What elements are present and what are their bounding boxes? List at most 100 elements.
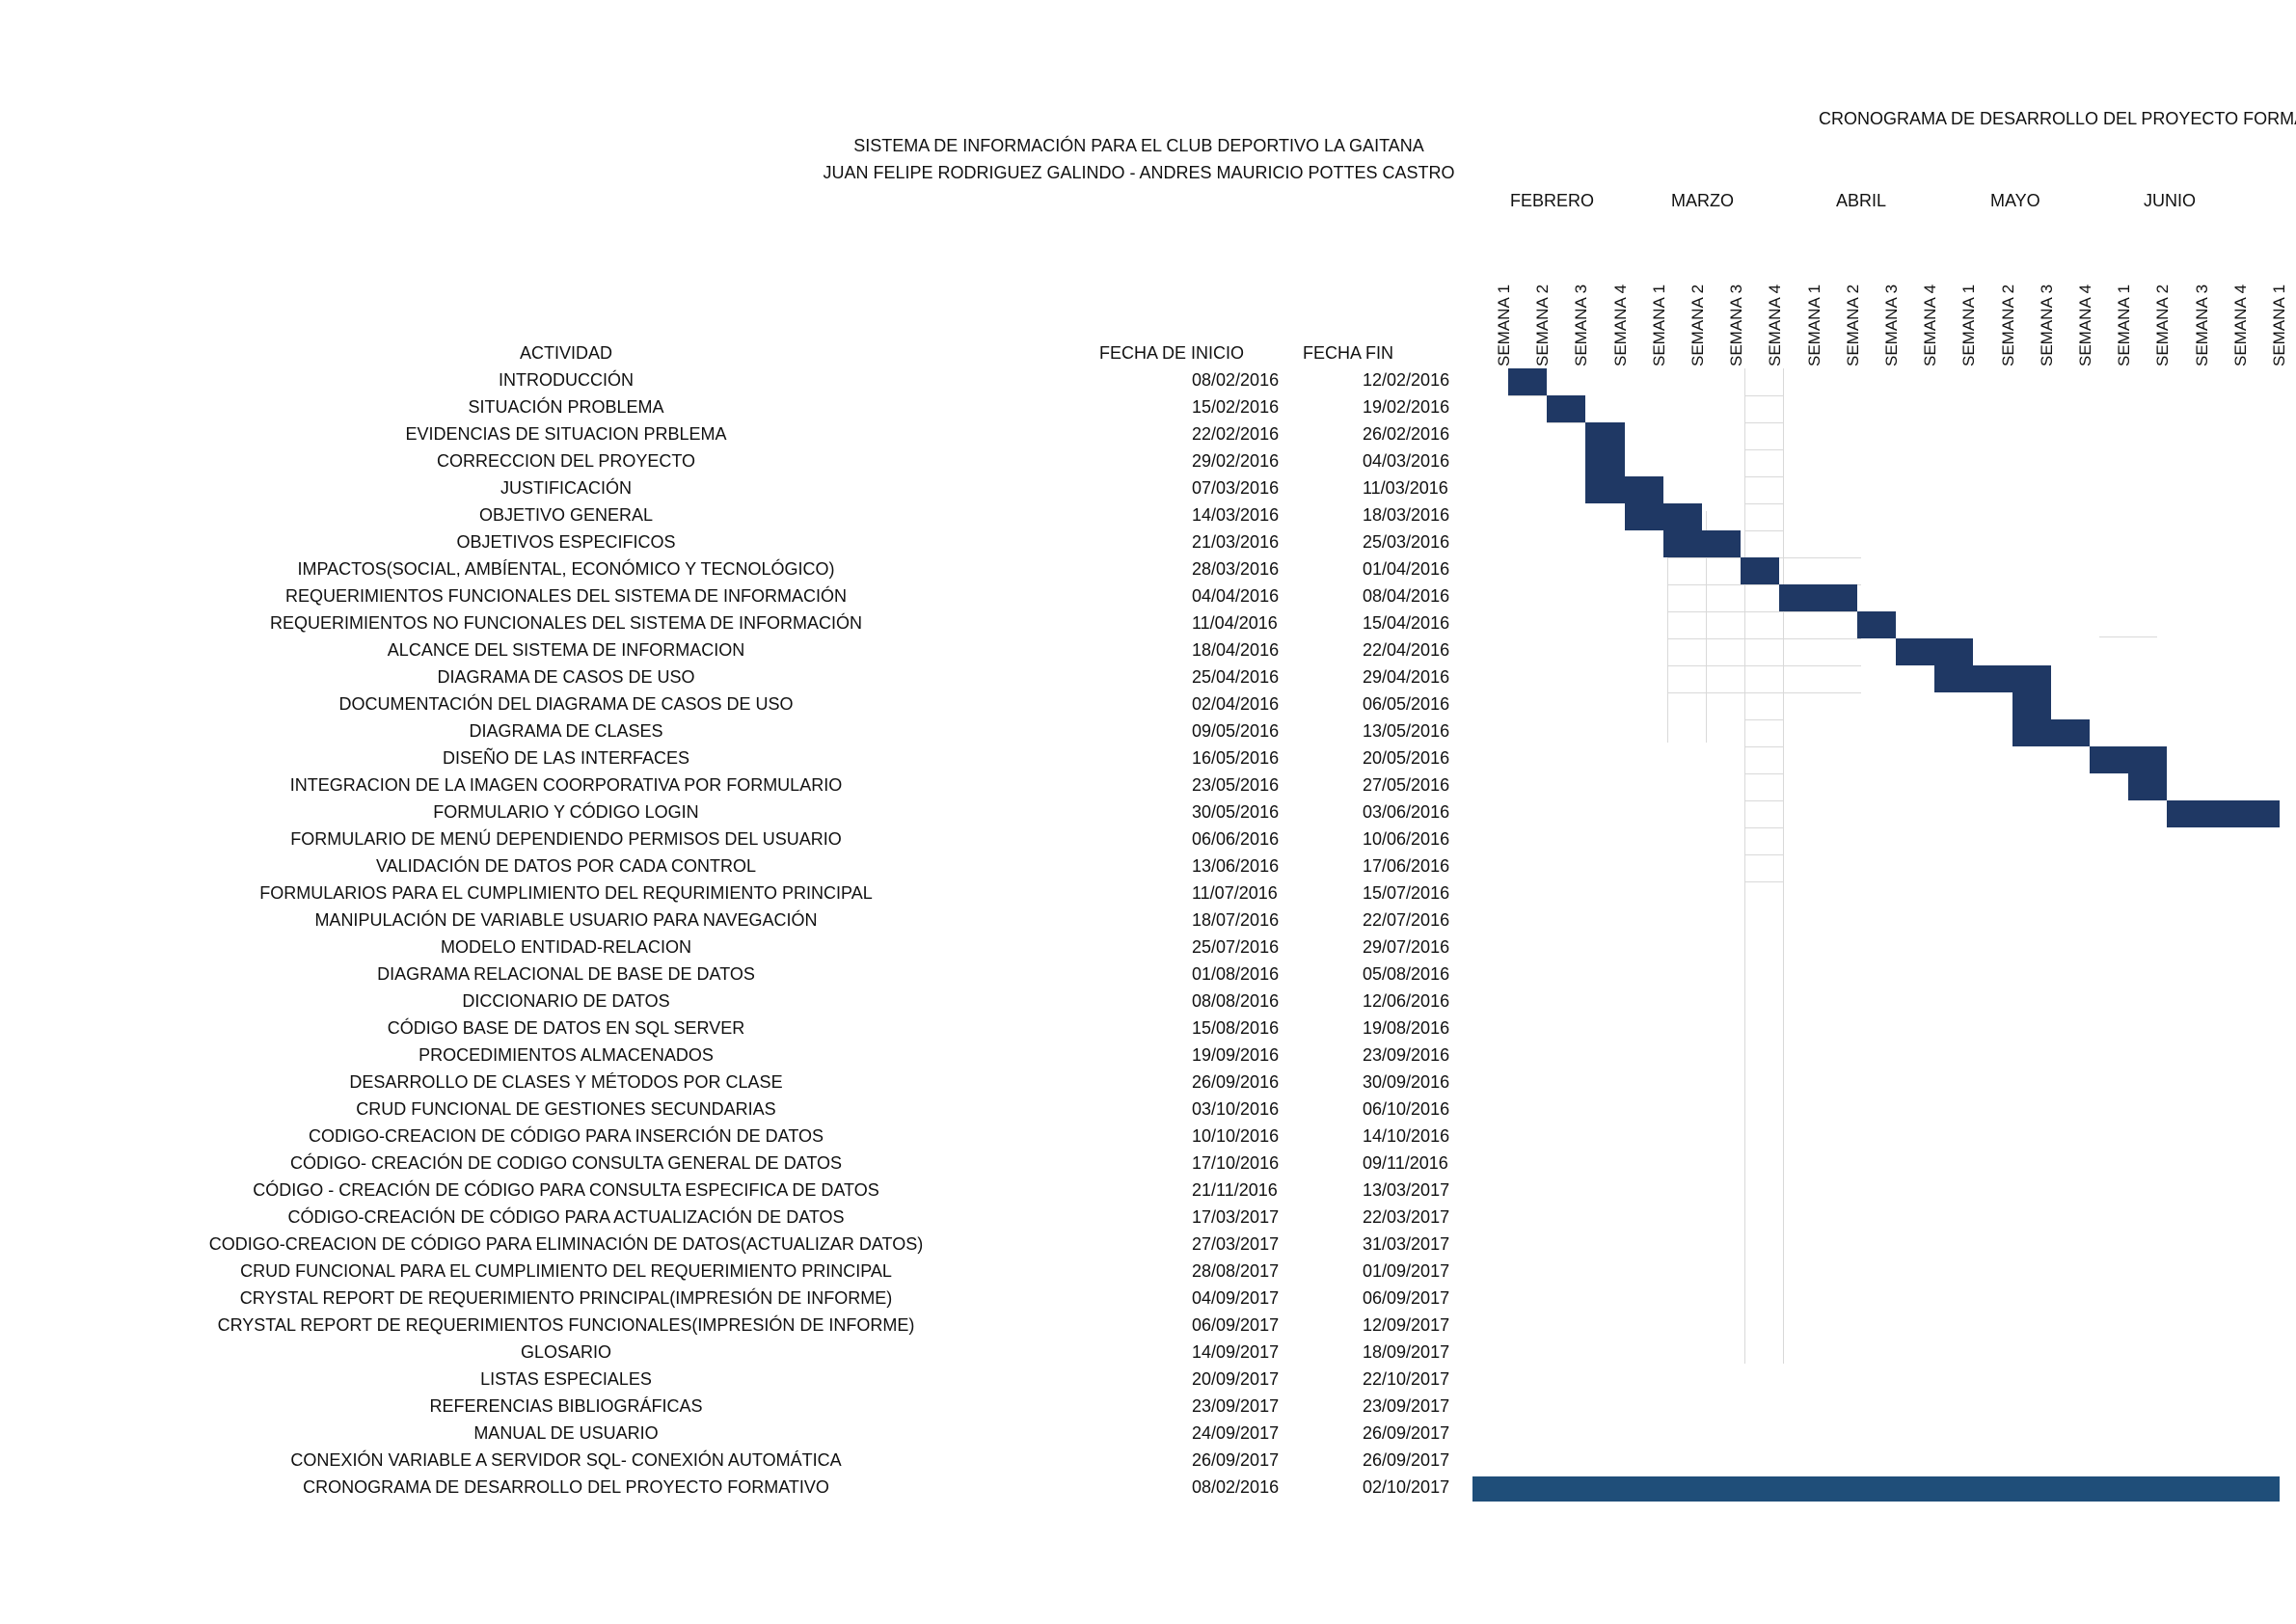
- start-date: 24/09/2017: [1192, 1423, 1280, 1443]
- start-date: 27/03/2017: [1192, 1234, 1280, 1254]
- month-label: FEBRERO: [1510, 191, 1595, 210]
- start-date: 25/07/2016: [1192, 937, 1280, 957]
- end-date: 22/10/2017: [1363, 1369, 1450, 1389]
- end-date: 01/04/2016: [1363, 559, 1450, 579]
- column-header-activity: ACTIVIDAD: [519, 343, 613, 363]
- activity-name: CORRECCION DEL PROYECTO: [436, 451, 696, 471]
- month-label: JUNIO: [2144, 191, 2196, 210]
- gantt-bar: [2012, 692, 2051, 719]
- end-date: 10/06/2016: [1363, 829, 1450, 849]
- activity-name: SITUACIÓN PROBLEMA: [468, 397, 664, 417]
- activity-name: CODIGO-CREACION DE CÓDIGO PARA INSERCIÓN…: [308, 1126, 824, 1146]
- week-label: SEMANA 4: [1921, 284, 1940, 366]
- activity-name: CRONOGRAMA DE DESARROLLO DEL PROYECTO FO…: [303, 1477, 829, 1497]
- end-date: 20/05/2016: [1363, 748, 1450, 768]
- gantt-bar: [2090, 746, 2168, 773]
- start-date: 04/04/2016: [1192, 586, 1280, 606]
- end-date: 04/03/2016: [1363, 451, 1450, 471]
- start-date: 11/04/2016: [1192, 613, 1278, 633]
- activity-name: DIAGRAMA DE CASOS DE USO: [437, 667, 695, 687]
- end-date: 12/09/2017: [1363, 1315, 1450, 1335]
- activity-name: PROCEDIMIENTOS ALMACENADOS: [419, 1045, 714, 1065]
- activity-name: VALIDACIÓN DE DATOS POR CADA CONTROL: [375, 856, 757, 876]
- activity-name: FORMULARIO DE MENÚ DEPENDIENDO PERMISOS …: [290, 829, 842, 849]
- start-date: 02/04/2016: [1192, 694, 1280, 714]
- end-date: 23/09/2016: [1363, 1045, 1450, 1065]
- gantt-bar: [1741, 557, 1780, 584]
- activity-name: CRUD FUNCIONAL PARA EL CUMPLIMIENTO DEL …: [240, 1261, 892, 1281]
- activity-name: FORMULARIO Y CÓDIGO LOGIN: [433, 802, 699, 822]
- activity-name: CRYSTAL REPORT DE REQUERIMIENTO PRINCIPA…: [239, 1288, 893, 1308]
- end-date: 27/05/2016: [1363, 775, 1450, 795]
- column-header-start: FECHA DE INICIO: [1099, 343, 1245, 363]
- start-date: 08/02/2016: [1192, 370, 1280, 390]
- week-label: SEMANA 3: [2037, 284, 2056, 366]
- start-date: 21/03/2016: [1192, 532, 1280, 552]
- week-label: SEMANA 4: [1766, 284, 1785, 366]
- grid-line: [1706, 511, 1707, 743]
- activity-name: INTEGRACION DE LA IMAGEN COORPORATIVA PO…: [289, 775, 843, 795]
- start-date: 03/10/2016: [1192, 1099, 1280, 1119]
- grid-line: [1666, 692, 1861, 693]
- start-date: 10/10/2016: [1192, 1126, 1280, 1146]
- week-label: SEMANA 2: [1688, 284, 1707, 366]
- start-date: 28/08/2017: [1192, 1261, 1280, 1281]
- activity-name: DISEÑO DE LAS INTERFACES: [442, 748, 690, 768]
- activity-name: EVIDENCIAS DE SITUACION PRBLEMA: [405, 424, 727, 444]
- activity-name: CRYSTAL REPORT DE REQUERIMIENTOS FUNCION…: [217, 1315, 915, 1335]
- end-date: 22/04/2016: [1363, 640, 1450, 660]
- end-date: 23/09/2017: [1363, 1396, 1450, 1416]
- grid-line: [1744, 449, 1784, 450]
- activity-name: CONEXIÓN VARIABLE A SERVIDOR SQL- CONEXI…: [290, 1450, 842, 1470]
- week-label: SEMANA 1: [2270, 284, 2288, 366]
- grid-line: [1547, 422, 1625, 423]
- activity-name: IMPACTOS(SOCIAL, AMBÍENTAL, ECONÓMICO Y …: [297, 559, 835, 579]
- end-date: 14/10/2016: [1363, 1126, 1450, 1146]
- activity-name: DOCUMENTACIÓN DEL DIAGRAMA DE CASOS DE U…: [338, 694, 794, 714]
- start-date: 16/05/2016: [1192, 748, 1280, 768]
- gantt-bar: [1896, 638, 1974, 665]
- week-label: SEMANA 4: [2230, 284, 2250, 366]
- end-date: 19/08/2016: [1363, 1018, 1450, 1038]
- activity-name: DESARROLLO DE CLASES Y MÉTODOS POR CLASE: [349, 1072, 783, 1092]
- end-date: 13/03/2017: [1363, 1180, 1450, 1200]
- activity-name: CRUD FUNCIONAL DE GESTIONES SECUNDARIAS: [356, 1099, 776, 1119]
- end-date: 22/03/2017: [1363, 1207, 1450, 1227]
- end-date: 15/07/2016: [1363, 883, 1450, 903]
- activity-name: DICCIONARIO DE DATOS: [462, 991, 670, 1011]
- grid-line: [1666, 665, 1861, 666]
- week-label: SEMANA 1: [1495, 284, 1513, 366]
- end-date: 08/04/2016: [1363, 586, 1450, 606]
- start-date: 17/03/2017: [1192, 1207, 1280, 1227]
- start-date: 17/10/2016: [1192, 1153, 1280, 1173]
- activity-name: DIAGRAMA RELACIONAL DE BASE DE DATOS: [377, 964, 755, 984]
- end-date: 26/09/2017: [1363, 1450, 1450, 1470]
- start-date: 18/07/2016: [1192, 910, 1280, 930]
- grid-line: [1666, 526, 1668, 743]
- end-date: 17/06/2016: [1363, 856, 1450, 876]
- start-date: 15/02/2016: [1192, 397, 1280, 417]
- month-label: MARZO: [1671, 191, 1734, 210]
- start-date: 25/04/2016: [1192, 667, 1280, 687]
- end-date: 31/03/2017: [1363, 1234, 1450, 1254]
- activity-name: MANIPULACIÓN DE VARIABLE USUARIO PARA NA…: [314, 910, 818, 930]
- start-date: 11/07/2016: [1192, 883, 1278, 903]
- start-date: 23/05/2016: [1192, 775, 1280, 795]
- grid-line: [1666, 611, 1861, 612]
- end-date: 06/10/2016: [1363, 1099, 1450, 1119]
- grid-line: [1744, 800, 1784, 801]
- start-date: 26/09/2016: [1192, 1072, 1280, 1092]
- activity-name: CODIGO-CREACION DE CÓDIGO PARA ELIMINACI…: [208, 1234, 924, 1254]
- end-date: 02/10/2017: [1363, 1477, 1450, 1497]
- end-date: 30/09/2016: [1363, 1072, 1450, 1092]
- activity-name: CÓDIGO - CREACIÓN DE CÓDIGO PARA CONSULT…: [253, 1180, 879, 1200]
- column-header-end: FECHA FIN: [1303, 343, 1394, 363]
- subtitle-authors: JUAN FELIPE RODRIGUEZ GALINDO - ANDRES M…: [823, 163, 1455, 182]
- subtitle-project: SISTEMA DE INFORMACIÓN PARA EL CLUB DEPO…: [853, 136, 1424, 155]
- week-label: SEMANA 1: [1804, 284, 1823, 366]
- week-label: SEMANA 3: [1572, 284, 1591, 366]
- gantt-bar: [1547, 395, 1586, 422]
- grid-line: [1744, 503, 1784, 504]
- activity-name: OBJETIVO GENERAL: [478, 505, 654, 525]
- start-date: 04/09/2017: [1192, 1288, 1280, 1308]
